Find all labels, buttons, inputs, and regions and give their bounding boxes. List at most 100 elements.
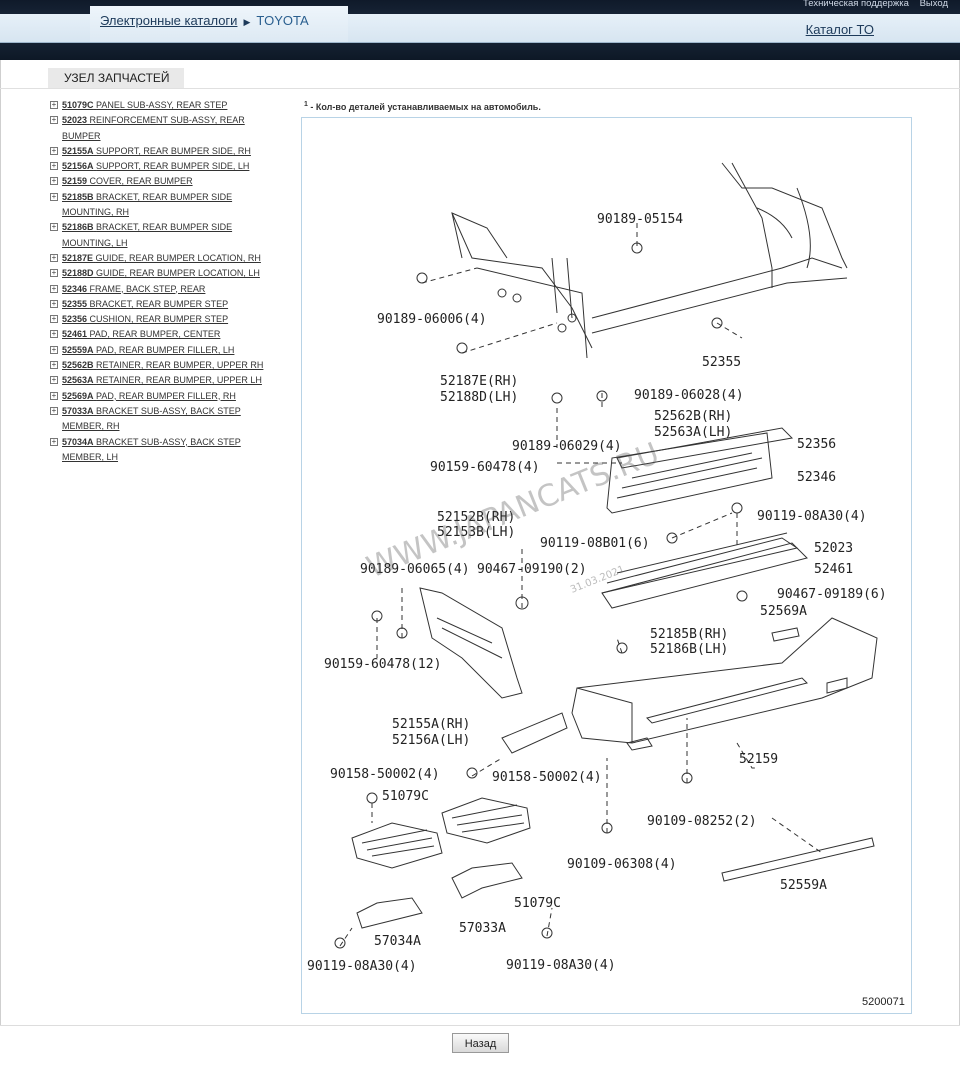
diagram-part-label[interactable]: 52569A (760, 604, 807, 619)
list-item[interactable]: +52185B BRACKET, REAR BUMPER SIDE MOUNTI… (50, 190, 282, 221)
diagram-part-label[interactable]: 52153B(LH) (437, 525, 515, 540)
diagram-part-label[interactable]: 51079C (514, 896, 561, 911)
list-item[interactable]: +57033A BRACKET SUB-ASSY, BACK STEP MEMB… (50, 404, 282, 435)
list-item[interactable]: +52562B RETAINER, REAR BUMPER, UPPER RH (50, 358, 282, 373)
list-item[interactable]: +51079C PANEL SUB-ASSY, REAR STEP (50, 98, 282, 113)
list-item[interactable]: +52563A RETAINER, REAR BUMPER, UPPER LH (50, 373, 282, 388)
list-item[interactable]: +52023 REINFORCEMENT SUB-ASSY, REAR BUMP… (50, 113, 282, 144)
diagram-part-label[interactable]: 52346 (797, 470, 836, 485)
diagram-part-label[interactable]: 90189-06028(4) (634, 388, 744, 403)
plus-icon[interactable]: + (50, 360, 58, 370)
diagram-part-label[interactable]: 90467-09190(2) (477, 562, 587, 577)
list-item[interactable]: +52159 COVER, REAR BUMPER (50, 174, 282, 189)
plus-icon[interactable]: + (50, 390, 58, 400)
list-item[interactable]: +52187E GUIDE, REAR BUMPER LOCATION, RH (50, 251, 282, 266)
diagram-part-label[interactable]: 52023 (814, 541, 853, 556)
diagram-part-label[interactable]: 52156A(LH) (392, 733, 470, 748)
plus-icon[interactable]: + (50, 405, 58, 415)
part-link[interactable]: 52187E GUIDE, REAR BUMPER LOCATION, RH (62, 251, 261, 266)
part-link[interactable]: 52356 CUSHION, REAR BUMPER STEP (62, 312, 228, 327)
diagram-part-label[interactable]: 51079C (382, 789, 429, 804)
diagram-part-label[interactable]: 90189-06006(4) (377, 312, 487, 327)
plus-icon[interactable]: + (50, 161, 58, 171)
diagram-part-label[interactable]: 52155A(RH) (392, 717, 470, 732)
diagram-part-label[interactable]: 90189-05154 (597, 212, 683, 227)
plus-icon[interactable]: + (50, 329, 58, 339)
plus-icon[interactable]: + (50, 298, 58, 308)
part-link[interactable]: 57034A BRACKET SUB-ASSY, BACK STEP MEMBE… (62, 435, 282, 466)
diagram-part-label[interactable]: 90159-60478(12) (324, 657, 441, 672)
diagram-part-label[interactable]: 52562B(RH) (654, 409, 732, 424)
plus-icon[interactable]: + (50, 145, 58, 155)
part-link[interactable]: 52188D GUIDE, REAR BUMPER LOCATION, LH (62, 266, 260, 281)
diagram-part-label[interactable]: 52188D(LH) (440, 390, 518, 405)
plus-icon[interactable]: + (50, 222, 58, 232)
plus-icon[interactable]: + (50, 344, 58, 354)
plus-icon[interactable]: + (50, 100, 58, 109)
plus-icon[interactable]: + (50, 436, 58, 446)
part-link[interactable]: 52355 BRACKET, REAR BUMPER STEP (62, 297, 228, 312)
plus-icon[interactable]: + (50, 375, 58, 385)
part-link[interactable]: 52185B BRACKET, REAR BUMPER SIDE MOUNTIN… (62, 190, 282, 221)
list-item[interactable]: +57034A BRACKET SUB-ASSY, BACK STEP MEMB… (50, 435, 282, 466)
list-item[interactable]: +52188D GUIDE, REAR BUMPER LOCATION, LH (50, 266, 282, 281)
plus-icon[interactable]: + (50, 252, 58, 262)
list-item[interactable]: +52186B BRACKET, REAR BUMPER SIDE MOUNTI… (50, 220, 282, 251)
diagram-part-label[interactable]: 52186B(LH) (650, 642, 728, 657)
list-item[interactable]: +52155A SUPPORT, REAR BUMPER SIDE, RH (50, 144, 282, 159)
part-link[interactable]: 52559A PAD, REAR BUMPER FILLER, LH (62, 343, 234, 358)
diagram-part-label[interactable]: 90119-08A30(4) (757, 509, 867, 524)
diagram-part-label[interactable]: 52159 (739, 752, 778, 767)
list-item[interactable]: +52156A SUPPORT, REAR BUMPER SIDE, LH (50, 159, 282, 174)
plus-icon[interactable]: + (50, 283, 58, 293)
diagram-part-label[interactable]: 52355 (702, 355, 741, 370)
list-item[interactable]: +52346 FRAME, BACK STEP, REAR (50, 282, 282, 297)
diagram-part-label[interactable]: 90159-60478(4) (430, 460, 540, 475)
plus-icon[interactable]: + (50, 191, 58, 201)
diagram-part-label[interactable]: 57033A (459, 921, 506, 936)
diagram-part-label[interactable]: 90189-06065(4) (360, 562, 470, 577)
part-link[interactable]: 52156A SUPPORT, REAR BUMPER SIDE, LH (62, 159, 249, 174)
diagram-part-label[interactable]: 52461 (814, 562, 853, 577)
plus-icon[interactable]: + (50, 314, 58, 324)
diagram-part-label[interactable]: 52152B(RH) (437, 510, 515, 525)
diagram-part-label[interactable]: 52185B(RH) (650, 627, 728, 642)
part-link[interactable]: 52346 FRAME, BACK STEP, REAR (62, 282, 205, 297)
diagram-part-label[interactable]: 90109-08252(2) (647, 814, 757, 829)
part-link[interactable]: 52569A PAD, REAR BUMPER FILLER, RH (62, 389, 236, 404)
diagram-part-label[interactable]: 52559A (780, 878, 827, 893)
part-link[interactable]: 51079C PANEL SUB-ASSY, REAR STEP (62, 98, 227, 113)
list-item[interactable]: +52356 CUSHION, REAR BUMPER STEP (50, 312, 282, 327)
logout-link[interactable]: Выход (919, 0, 948, 9)
back-button[interactable]: Назад (452, 1033, 509, 1053)
list-item[interactable]: +52559A PAD, REAR BUMPER FILLER, LH (50, 343, 282, 358)
catalog-to-link[interactable]: Каталог ТО (805, 22, 874, 37)
part-link[interactable]: 57033A BRACKET SUB-ASSY, BACK STEP MEMBE… (62, 404, 282, 435)
diagram-part-label[interactable]: 90158-50002(4) (330, 767, 440, 782)
support-link[interactable]: Техническая поддержка (802, 0, 909, 9)
plus-icon[interactable]: + (50, 115, 58, 125)
part-link[interactable]: 52155A SUPPORT, REAR BUMPER SIDE, RH (62, 144, 251, 159)
diagram-part-label[interactable]: 90109-06308(4) (567, 857, 677, 872)
plus-icon[interactable]: + (50, 268, 58, 278)
plus-icon[interactable]: + (50, 176, 58, 186)
list-item[interactable]: +52461 PAD, REAR BUMPER, CENTER (50, 327, 282, 342)
part-link[interactable]: 52023 REINFORCEMENT SUB-ASSY, REAR BUMPE… (62, 113, 282, 144)
diagram-part-label[interactable]: 57034A (374, 934, 421, 949)
diagram-part-label[interactable]: 90189-06029(4) (512, 439, 622, 454)
part-link[interactable]: 52461 PAD, REAR BUMPER, CENTER (62, 327, 220, 342)
diagram-part-label[interactable]: 90119-08B01(6) (540, 536, 650, 551)
breadcrumb-root-link[interactable]: Электронные каталоги (100, 13, 238, 28)
diagram-part-label[interactable]: 90158-50002(4) (492, 770, 602, 785)
part-link[interactable]: 52563A RETAINER, REAR BUMPER, UPPER LH (62, 373, 262, 388)
part-link[interactable]: 52159 COVER, REAR BUMPER (62, 174, 193, 189)
diagram-part-label[interactable]: 90119-08A30(4) (307, 959, 417, 974)
part-link[interactable]: 52186B BRACKET, REAR BUMPER SIDE MOUNTIN… (62, 220, 282, 251)
diagram-part-label[interactable]: 52563A(LH) (654, 425, 732, 440)
diagram-part-label[interactable]: 90467-09189(6) (777, 587, 887, 602)
diagram-part-label[interactable]: 52356 (797, 437, 836, 452)
part-link[interactable]: 52562B RETAINER, REAR BUMPER, UPPER RH (62, 358, 263, 373)
diagram-part-label[interactable]: 90119-08A30(4) (506, 958, 616, 973)
list-item[interactable]: +52355 BRACKET, REAR BUMPER STEP (50, 297, 282, 312)
